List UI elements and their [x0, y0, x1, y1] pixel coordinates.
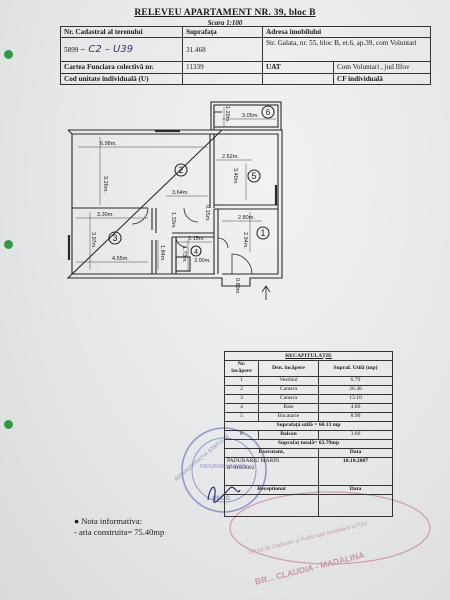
- property-info-table: Nr. Cadastral al terenului Suprafața Adr…: [60, 25, 431, 85]
- cadastral-label: Nr. Cadastral al terenului: [60, 25, 183, 39]
- binder-hole: [4, 50, 13, 59]
- recap-col-den: Den. încăpere: [258, 359, 319, 377]
- cf-ind-spacer: [263, 73, 334, 84]
- room-number-4: 4: [194, 247, 198, 256]
- room-marker: [190, 245, 202, 257]
- dim-015: 0.15m.: [204, 205, 210, 222]
- document-title: RELEVEU APARTAMENT NR. 39, bloc B: [134, 8, 316, 18]
- room-marker: [256, 226, 270, 240]
- executant-cell: PADURARIU MARIN IF 018/2002: [224, 456, 319, 486]
- dim-340: 3.40m.: [232, 168, 238, 185]
- receptionat-label: Receptionat: [224, 484, 319, 495]
- dim-307: 3.07m.: [90, 232, 96, 249]
- dim-262: 2.62m.: [222, 154, 239, 160]
- dim-173: 1.73m.: [181, 246, 187, 263]
- room-marker: [174, 163, 188, 177]
- executant-code: IF 018/2002: [227, 465, 255, 472]
- recap-col-nr: Nr. încăpere: [224, 359, 259, 377]
- dim-364: 3.64m.: [172, 190, 189, 196]
- cadastral-handwritten: – C2 – U39: [80, 44, 134, 56]
- stamp-name: PADURARIU MARIN: [200, 464, 247, 470]
- dim-698: 6.98m.: [100, 141, 117, 147]
- stamp-code: ONCG: [212, 496, 230, 502]
- executant-date: 10.10.2007: [317, 456, 394, 486]
- cadastral-value-cell: 5899 – C2 – U39: [60, 37, 183, 63]
- dim-305: 3.05m.: [242, 113, 259, 119]
- address-value: Str. Galata, nr. 55, bloc B, et.6, ap.39…: [262, 37, 431, 63]
- dim-089: 0.89m.: [234, 278, 240, 295]
- ocpi-stamp-text: Oficiul de Cadastru și Publicitate Imobi…: [248, 521, 368, 556]
- dim-184: 1.84m.: [159, 245, 165, 262]
- data-label: Data: [317, 447, 394, 458]
- dim-133: 1.33m.: [170, 212, 176, 229]
- recap-table: RECAPITULAȚIE Nr. încăpere Den. încăpere…: [223, 351, 394, 517]
- nota-informativa: ● Nota informativa: - aria construita= 7…: [74, 516, 164, 539]
- area-label: Suprafața: [182, 25, 263, 39]
- nota-line: - aria construita= 75.40mp: [74, 527, 165, 538]
- dim-455: 4.55m.: [112, 256, 129, 262]
- address-label: Adresa imobilului: [262, 25, 431, 39]
- binder-hole: [4, 240, 13, 249]
- cf-ind-label: CF individuală: [337, 74, 383, 83]
- stamp-text-top: ADMINISTRAȚIA STATULUI: [174, 433, 231, 483]
- recap-title: RECAPITULAȚIE: [223, 351, 394, 361]
- nota-title: ● Nota informativa:: [74, 516, 142, 526]
- dim-215: 2.15m.: [188, 236, 205, 242]
- room-number-5: 5: [251, 171, 256, 181]
- recap-col-sup: Supraf. Utilă (mp): [317, 359, 394, 377]
- dim-280: 2.80m.: [238, 215, 255, 221]
- recap-total-util: Suprafață utilă = 60.13 mp: [223, 420, 394, 431]
- uat-label: UAT: [263, 62, 334, 73]
- uat-cell: UAT Com Voluntari , jud Ilfov: [262, 61, 431, 74]
- dim-300: 3.00m.: [194, 258, 211, 264]
- uat-value: Com Voluntari , jud Ilfov: [337, 63, 410, 72]
- data-label-2: Data: [317, 484, 394, 495]
- cadastral-value: 5899: [64, 46, 79, 55]
- executant-name: PADURARIU MARIN: [227, 458, 280, 465]
- room-marker: [108, 231, 122, 245]
- cf-ind-cell: CF individuală: [262, 72, 431, 85]
- ocpi-stamp-name: BR... CLAUDIA - MADALINA: [254, 550, 366, 587]
- room-number-3: 3: [112, 233, 117, 243]
- binder-hole: [4, 420, 13, 429]
- document-scale: Scara 1:100: [207, 19, 243, 27]
- room-number-1: 1: [260, 228, 265, 238]
- dim-330: 3.30m.: [97, 212, 114, 218]
- recap-total: Suprafaț totală= 63.79mp: [223, 438, 394, 449]
- area-value: 31.468: [182, 37, 263, 63]
- room-number-2: 2: [178, 165, 183, 175]
- room-marker: [261, 105, 275, 119]
- dim-120: 1.20m.: [224, 106, 230, 123]
- room-marker: [247, 169, 261, 183]
- room-number-6: 6: [266, 108, 271, 117]
- dim-326: 3.26m.: [102, 176, 108, 193]
- dim-294: 2.94m.: [242, 232, 248, 249]
- executant-label: Executant,: [224, 447, 319, 458]
